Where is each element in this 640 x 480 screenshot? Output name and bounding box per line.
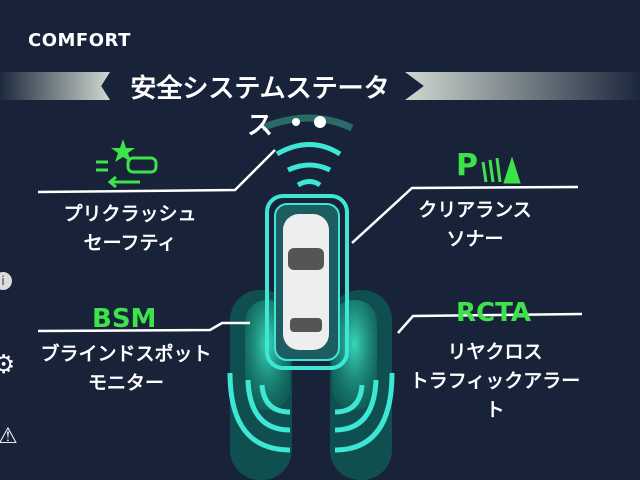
clearance-sonar-label: クリアランス ソナー <box>410 196 540 254</box>
label-line: トラフィックアラート <box>409 370 581 421</box>
page-title: 安全システムステータス <box>130 74 390 141</box>
bsm-badge: BSM <box>92 304 157 334</box>
label-line: ソナー <box>446 228 504 250</box>
label-line: モニター <box>87 372 164 394</box>
drive-mode-label: COMFORT <box>28 30 131 51</box>
title-bar-right <box>405 72 640 100</box>
label-line: リヤクロス <box>447 341 543 363</box>
rcta-badge: RCTA <box>456 298 531 328</box>
settings-gear-icon[interactable]: ⚙ <box>0 350 16 380</box>
clearance-sonar-icon <box>481 156 521 184</box>
title-bar-left <box>0 72 110 100</box>
front-sensor-arcs <box>275 142 342 188</box>
rear-cross-traffic-alert-label: リヤクロス トラフィックアラート <box>405 338 585 425</box>
car-icon <box>283 214 329 350</box>
clearance-sonar-p-icon: P <box>456 148 478 183</box>
label-line: セーフティ <box>83 232 177 254</box>
car-outline <box>265 194 349 370</box>
blind-spot-monitor-label: ブラインドスポット モニター <box>36 340 216 398</box>
warning-icon[interactable]: ⚠ <box>0 424 18 449</box>
info-icon[interactable]: i <box>0 272 12 290</box>
rear-sensor-arcs <box>227 372 395 453</box>
pre-crash-icon <box>96 139 158 189</box>
label-line: ブラインドスポット <box>40 343 212 365</box>
label-line: クリアランス <box>418 199 532 221</box>
pre-crash-safety-label: プリクラッシュ セーフティ <box>40 200 220 258</box>
label-line: プリクラッシュ <box>63 203 197 225</box>
